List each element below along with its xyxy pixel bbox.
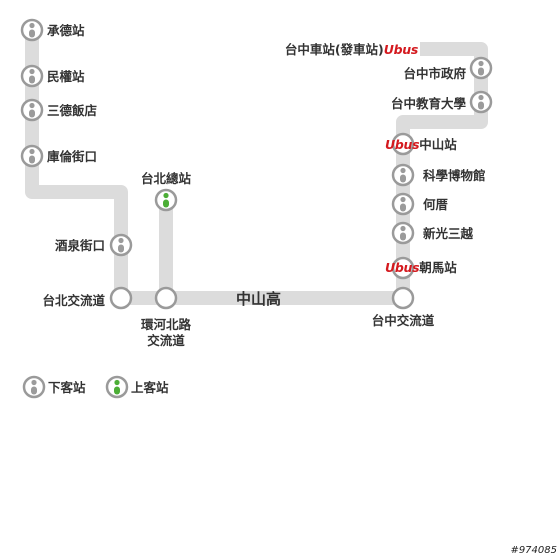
station-label-jiuquan: 酒泉街口 [54, 238, 105, 253]
image-code: #974085 [510, 545, 557, 556]
station-marker-jiuquan [109, 233, 133, 257]
ubus-logo-zhongshan: Ubus [385, 137, 420, 152]
station-label-zhongshan: Ubus中山站 [385, 137, 457, 152]
station-marker-chaoma [391, 256, 415, 280]
ubus-logo-taichung-station: Ubus [383, 42, 419, 57]
station-label-hedi: 何厝 [423, 197, 449, 212]
station-marker-taibei-interchange [109, 286, 133, 310]
station-label-chengde: 承德站 [47, 23, 85, 38]
station-marker-museum [391, 163, 415, 187]
station-label-kulun: 庫倫街口 [47, 149, 98, 164]
station-label-xinguang: 新光三越 [423, 226, 474, 241]
station-label-huanhe-line1: 環河北路 [140, 317, 191, 332]
station-label-minquan: 民權站 [47, 69, 85, 84]
station-marker-sande [20, 98, 44, 122]
legend-alight-icon [22, 375, 46, 399]
highway-label: 中山高 [236, 290, 282, 308]
station-marker-city-hall [469, 56, 493, 80]
station-marker-minquan [20, 64, 44, 88]
station-marker-kulun [20, 144, 44, 168]
station-name-taichung-station: 台中車站(發車站) [284, 42, 384, 57]
legend-alight-label: 下客站 [48, 380, 86, 395]
station-label-huanhe-line2: 交流道 [147, 333, 185, 348]
station-marker-taibei-main [154, 188, 178, 212]
station-marker-taichung-interchange [391, 286, 415, 310]
station-label-nut: 台中教育大學 [390, 96, 466, 111]
station-marker-hedi [391, 221, 415, 245]
station-marker-huanhe [154, 286, 178, 310]
station-label-chaoma: Ubus朝馬站 [385, 260, 457, 275]
station-label-taichung-station: 台中車站(發車站)Ubus [220, 42, 418, 57]
station-label-city-hall: 台中市政府 [403, 66, 466, 81]
station-label-taichung-interchange: 台中交流道 [371, 313, 435, 328]
station-marker-nut [469, 90, 493, 114]
station-label-sande: 三德飯店 [47, 103, 98, 118]
legend-board-icon [105, 375, 129, 399]
station-name-zhongshan: 中山站 [419, 137, 457, 152]
station-marker-xinguang [391, 192, 415, 216]
station-marker-chengde [20, 18, 44, 42]
legend-board-label: 上客站 [131, 380, 169, 395]
station-marker-zhongshan [391, 132, 415, 156]
station-label-taibei-main: 台北總站 [140, 171, 191, 186]
station-label-taibei-interchange: 台北交流道 [42, 293, 105, 308]
station-label-museum: 科學博物館 [423, 168, 486, 183]
ubus-logo-chaoma: Ubus [385, 260, 420, 275]
station-name-chaoma: 朝馬站 [419, 260, 457, 275]
